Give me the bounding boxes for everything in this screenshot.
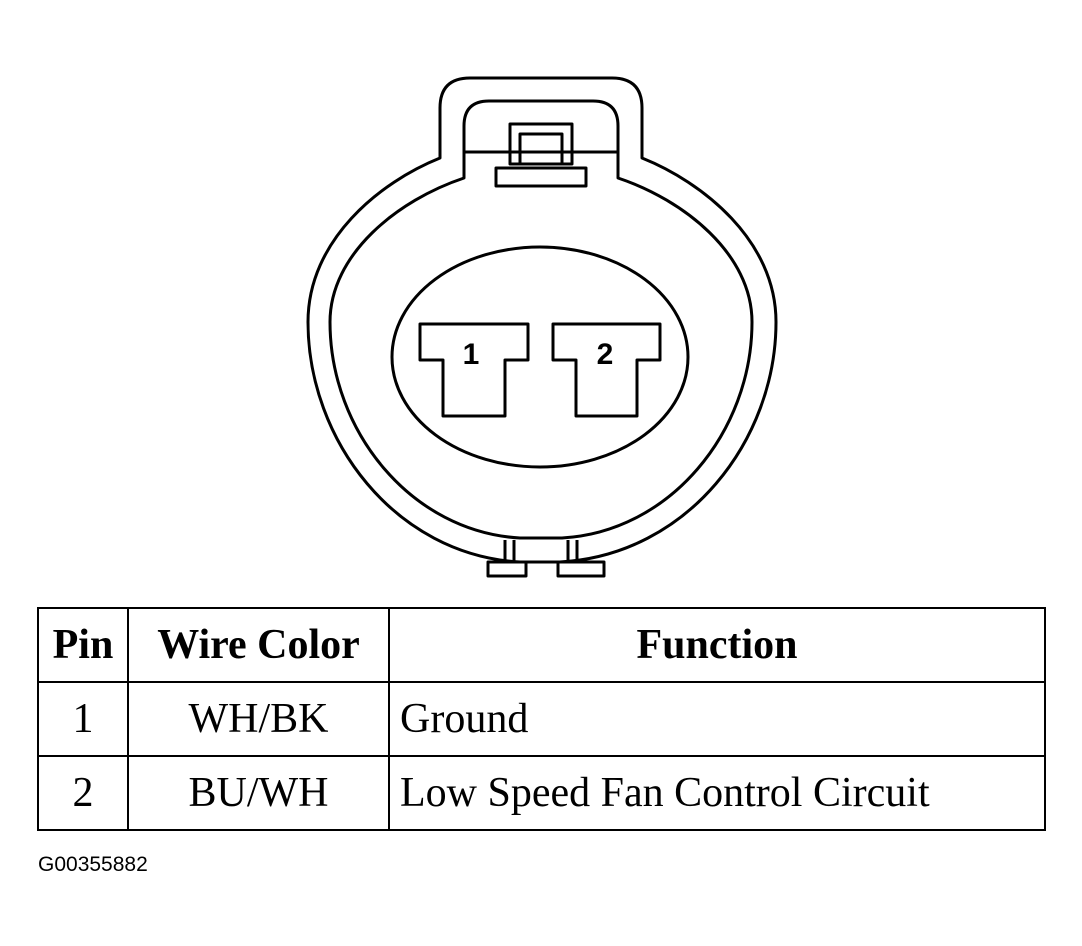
- table-header-row: Pin Wire Color Function: [37, 607, 1046, 683]
- locking-latch-inner: [518, 132, 564, 166]
- connector-outer-shell: [306, 76, 778, 564]
- cell-wire-color: BU/WH: [127, 755, 390, 831]
- cell-wire-color: WH/BK: [127, 681, 390, 757]
- terminal-pin-2: [551, 322, 662, 418]
- header-function: Function: [388, 607, 1046, 683]
- header-wire-color: Wire Color: [127, 607, 390, 683]
- bottom-rib-left: [486, 540, 528, 578]
- header-pin: Pin: [37, 607, 129, 683]
- terminal-cavity: [390, 245, 690, 469]
- cell-pin: 2: [37, 755, 129, 831]
- connector-face-diagram: 1 2: [306, 76, 778, 578]
- pinout-table: Pin Wire Color Function 1 WH/BK Ground 2…: [37, 607, 1046, 831]
- bottom-rib-right: [556, 540, 606, 578]
- cell-function: Ground: [388, 681, 1046, 757]
- pin-label-2: 2: [597, 338, 614, 371]
- connector-inner-shell: [328, 99, 754, 540]
- terminal-pin-1: [418, 322, 530, 418]
- cell-function: Low Speed Fan Control Circuit: [388, 755, 1046, 831]
- pin-label-1: 1: [463, 338, 480, 371]
- figure-id: G00355882: [38, 853, 148, 876]
- cell-pin: 1: [37, 681, 129, 757]
- table-row: 1 WH/BK Ground: [37, 681, 1046, 757]
- latch-base-bar: [494, 166, 588, 188]
- table-row: 2 BU/WH Low Speed Fan Control Circuit: [37, 755, 1046, 831]
